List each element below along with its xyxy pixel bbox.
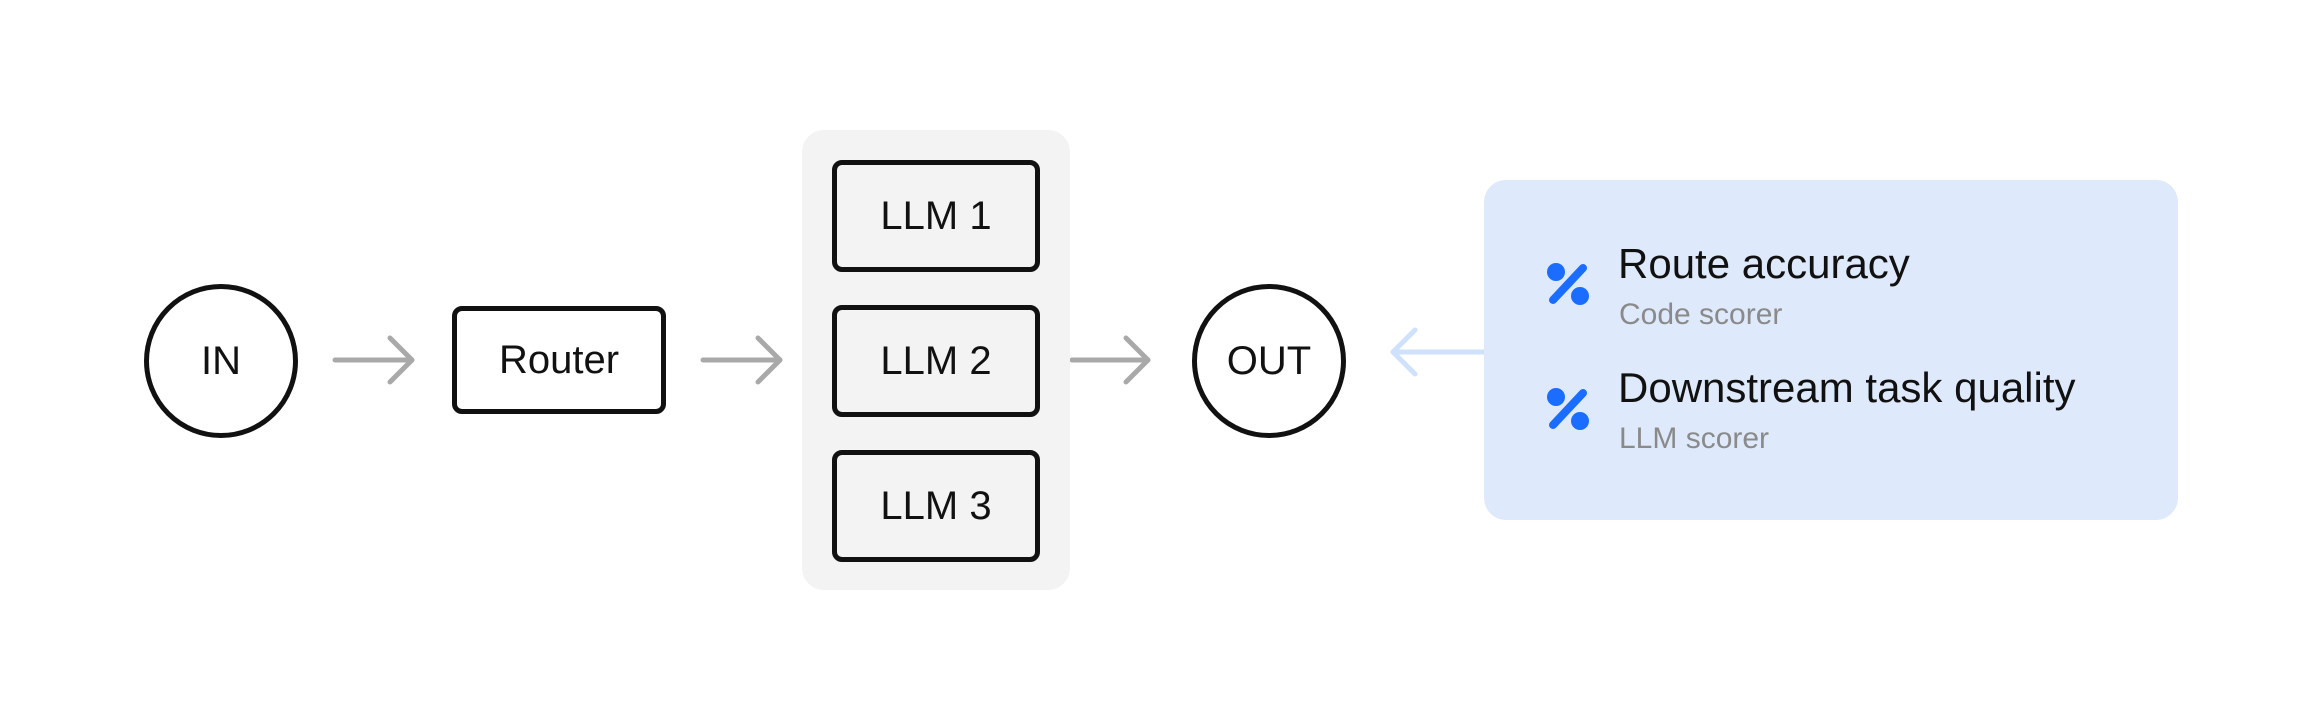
arrow-llms-to-out xyxy=(1069,335,1151,385)
input-node: IN xyxy=(144,284,298,438)
scorers-panel xyxy=(1484,180,2178,520)
llm-node-1: LLM 1 xyxy=(832,160,1040,272)
arrow-in-to-router xyxy=(332,335,415,385)
output-node: OUT xyxy=(1192,284,1346,438)
llm-node-2: LLM 2 xyxy=(832,305,1040,417)
percent-icon xyxy=(1547,388,1589,430)
arrow-scorers-to-out xyxy=(1390,327,1487,377)
scorer-subtitle: LLM scorer xyxy=(1619,422,1770,455)
percent-icon xyxy=(1547,263,1589,305)
scorer-subtitle: Code scorer xyxy=(1619,298,1783,331)
scorer-title: Downstream task quality xyxy=(1618,364,2076,411)
scorer-title: Route accuracy xyxy=(1618,240,1910,287)
llm-node-label: LLM 3 xyxy=(880,483,992,528)
llm-node-label: LLM 2 xyxy=(880,338,992,383)
output-node-label: OUT xyxy=(1226,338,1312,383)
llm-node-label: LLM 1 xyxy=(880,193,992,238)
llm-node-3: LLM 3 xyxy=(832,450,1040,562)
router-node: Router xyxy=(452,306,666,414)
input-node-label: IN xyxy=(201,338,241,383)
scorer-downstream-task-quality: Downstream task quality LLM scorer xyxy=(1540,364,2160,464)
scorer-route-accuracy: Route accuracy Code scorer xyxy=(1540,240,2160,340)
router-node-label: Router xyxy=(498,337,620,382)
arrow-router-to-llms xyxy=(700,335,783,385)
